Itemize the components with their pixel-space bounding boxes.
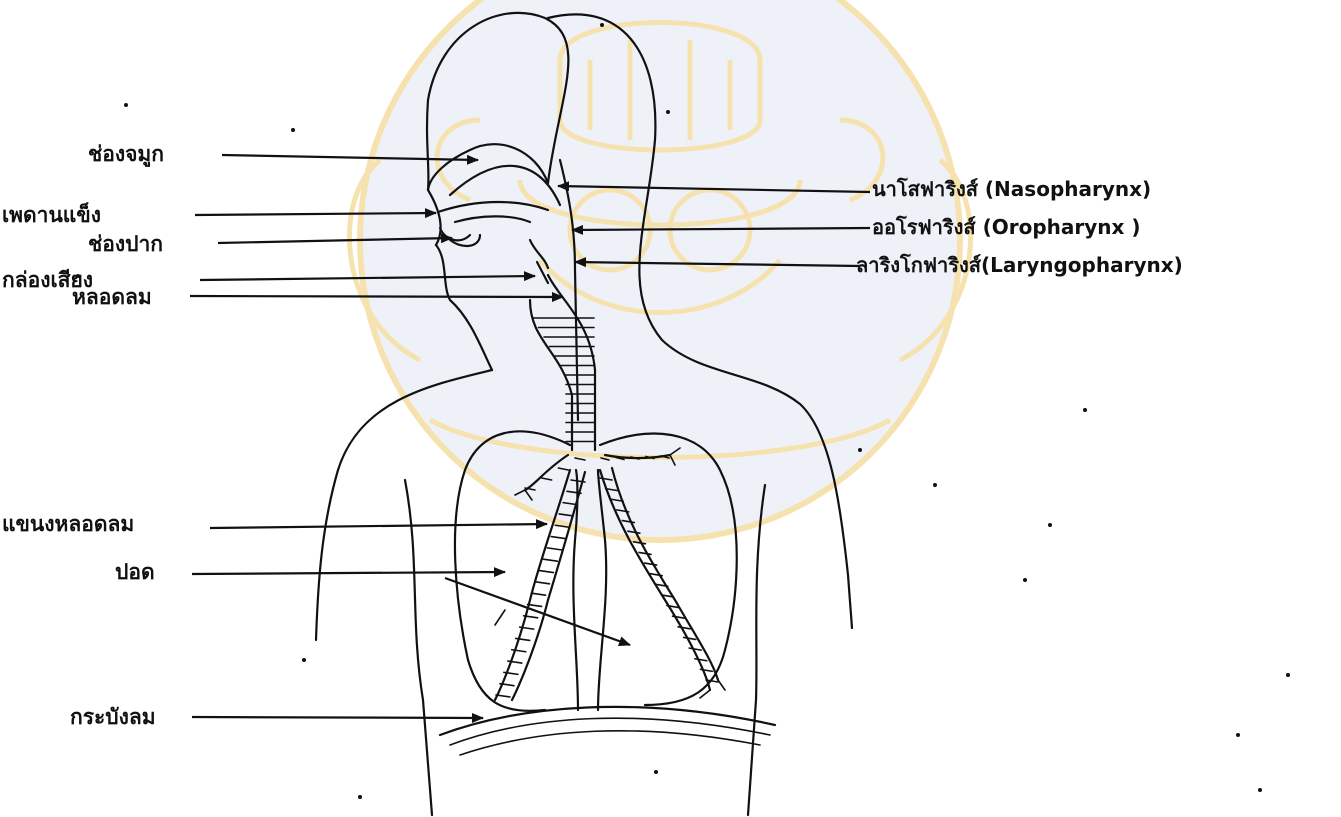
bronchus-ring	[539, 571, 553, 573]
bronchus-ring	[684, 637, 696, 639]
pointer-bronchi	[210, 524, 547, 528]
label-nasal-cavity: ช่องจมูก	[88, 142, 164, 166]
label-hard-palate: เพดานแข็ง	[2, 203, 101, 227]
label-nasopharynx: นาโสฟาริงส์ (Nasopharynx)	[872, 177, 1151, 201]
bronchus-ring	[639, 552, 651, 554]
bronchus-ring	[532, 593, 546, 595]
label-oral-cavity: ช่องปาก	[88, 232, 163, 256]
label-oropharynx: ออโรฟาริงส์ (Oropharynx )	[872, 215, 1141, 239]
bronchus-ring	[695, 659, 707, 661]
bronchus-ring	[496, 695, 510, 697]
label-laryngopharynx: ลาริงโกฟาริงส์(Laryngopharynx)	[856, 253, 1183, 277]
label-diaphragm: กระบังลม	[70, 705, 156, 729]
label-lung: ปอด	[115, 560, 155, 584]
bronchus-ring	[650, 574, 662, 576]
pointer-lung	[192, 572, 505, 574]
bronchus-ring	[678, 627, 690, 629]
bronchus-ring	[543, 559, 557, 561]
bronchus-ring	[535, 582, 549, 584]
bronchus-ring	[551, 537, 565, 539]
bronchus-ring	[689, 648, 701, 650]
pointer-trachea	[190, 296, 563, 297]
bronchus-ring	[547, 548, 561, 550]
bronchus-ring	[700, 669, 712, 671]
label-trachea: หลอดลม	[72, 285, 152, 309]
bronchus-ring	[645, 563, 657, 565]
diaphragm-lines	[440, 707, 775, 755]
bronchus-ring	[673, 616, 685, 618]
label-bronchi: แขนงหลอดลม	[2, 512, 134, 536]
bronchus-ring	[528, 604, 542, 606]
pointer-diaphragm	[192, 717, 483, 718]
